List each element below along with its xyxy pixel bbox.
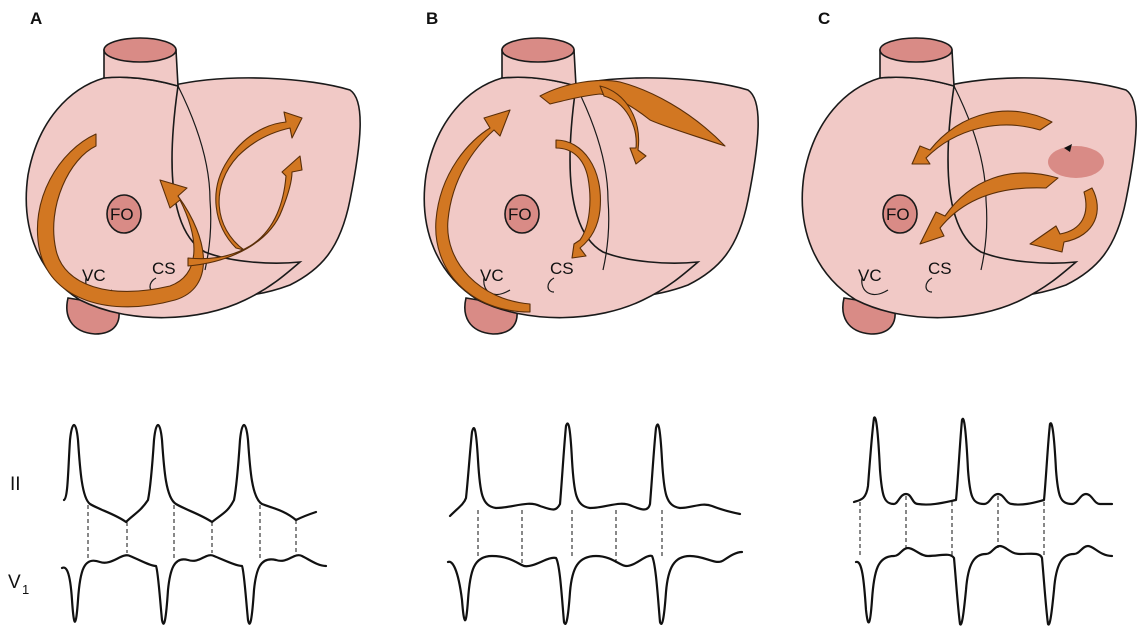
panel-c-cs: CS [928, 259, 952, 278]
panel-a-vc: VC [82, 266, 106, 285]
panel-b-label: B [426, 9, 438, 28]
lead-v1-label: V 1 [8, 572, 29, 597]
ecg-a-lead-ii [64, 425, 316, 522]
lead-ii-label: II [10, 474, 21, 495]
panel-c-label: C [818, 9, 830, 28]
panel-a-cs: CS [152, 259, 176, 278]
panel-c-vc: VC [858, 266, 882, 285]
panel-a: A FO VC CS [26, 9, 360, 334]
ecg-b-lead-v1 [448, 552, 742, 624]
svg-text:V: V [8, 572, 21, 593]
ecg-c-lead-ii [854, 417, 1112, 504]
ecg-a-dashes [88, 505, 296, 560]
panel-b-vc: VC [480, 266, 504, 285]
ecg-a-lead-v1 [62, 555, 326, 624]
panel-c: C FO VC CS [802, 9, 1136, 334]
svg-text:1: 1 [22, 582, 29, 597]
panel-c-focus [1048, 146, 1104, 178]
panel-b-fo: FO [508, 205, 532, 224]
panel-b-cs: CS [550, 259, 574, 278]
ecg-c-lead-v1 [856, 546, 1112, 625]
panel-a-fo: FO [110, 205, 134, 224]
panel-c-fo: FO [886, 205, 910, 224]
ecg-b-lead-ii [450, 423, 740, 516]
panel-a-label: A [30, 9, 42, 28]
panel-b: B FO VC CS [424, 9, 758, 334]
